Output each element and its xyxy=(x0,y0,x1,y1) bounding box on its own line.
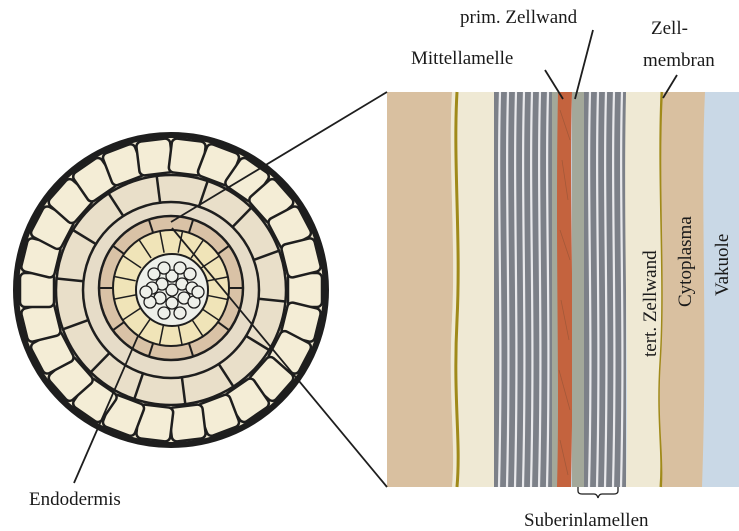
xylem-cell xyxy=(148,268,160,280)
xylem-cell xyxy=(174,307,186,319)
middle-lamella xyxy=(557,92,572,487)
xylem-cell xyxy=(192,286,204,298)
suberin-lamella xyxy=(621,92,622,487)
primary-wall-left xyxy=(552,92,558,487)
xylem-cell xyxy=(158,307,170,319)
cytoplasm-left xyxy=(387,92,453,487)
label-mittellamelle: Mittellamelle xyxy=(411,48,513,69)
label-membran: membran xyxy=(643,50,715,71)
suberin-lamella xyxy=(613,92,614,487)
primary-wall-right xyxy=(572,92,584,487)
suberin-lamella xyxy=(507,92,508,487)
suberin-lamella xyxy=(539,92,540,487)
cortex-cell xyxy=(281,237,322,278)
suberin-lamella xyxy=(515,92,516,487)
suberin-lamella xyxy=(597,92,598,487)
label-cytoplasma: Cytoplasma xyxy=(675,216,696,307)
suberin-lamella xyxy=(531,92,532,487)
suberin-lamella xyxy=(547,92,548,487)
label-suberinlamellen: Suberinlamellen xyxy=(524,510,649,531)
suberin-brace xyxy=(578,487,618,498)
suberin-lamella xyxy=(589,92,590,487)
suberin-lamella xyxy=(605,92,606,487)
suberin-lamella xyxy=(499,92,500,487)
cortex-cell xyxy=(136,138,174,176)
label-endodermis: Endodermis xyxy=(29,489,121,510)
cortex-cell xyxy=(168,404,206,442)
xylem-cell xyxy=(166,297,178,309)
suberin-lamella xyxy=(523,92,524,487)
xylem-cell xyxy=(140,286,152,298)
label-zell: Zell- xyxy=(651,18,688,39)
prim-zellwand-pointer xyxy=(575,30,593,99)
xylem-cell xyxy=(184,268,196,280)
root-cross-section xyxy=(16,135,326,445)
label-vakuole: Vakuole xyxy=(712,234,733,296)
label-prim-zellwand: prim. Zellwand xyxy=(460,7,578,28)
label-tert-zellwand: tert. Zellwand xyxy=(640,250,661,357)
